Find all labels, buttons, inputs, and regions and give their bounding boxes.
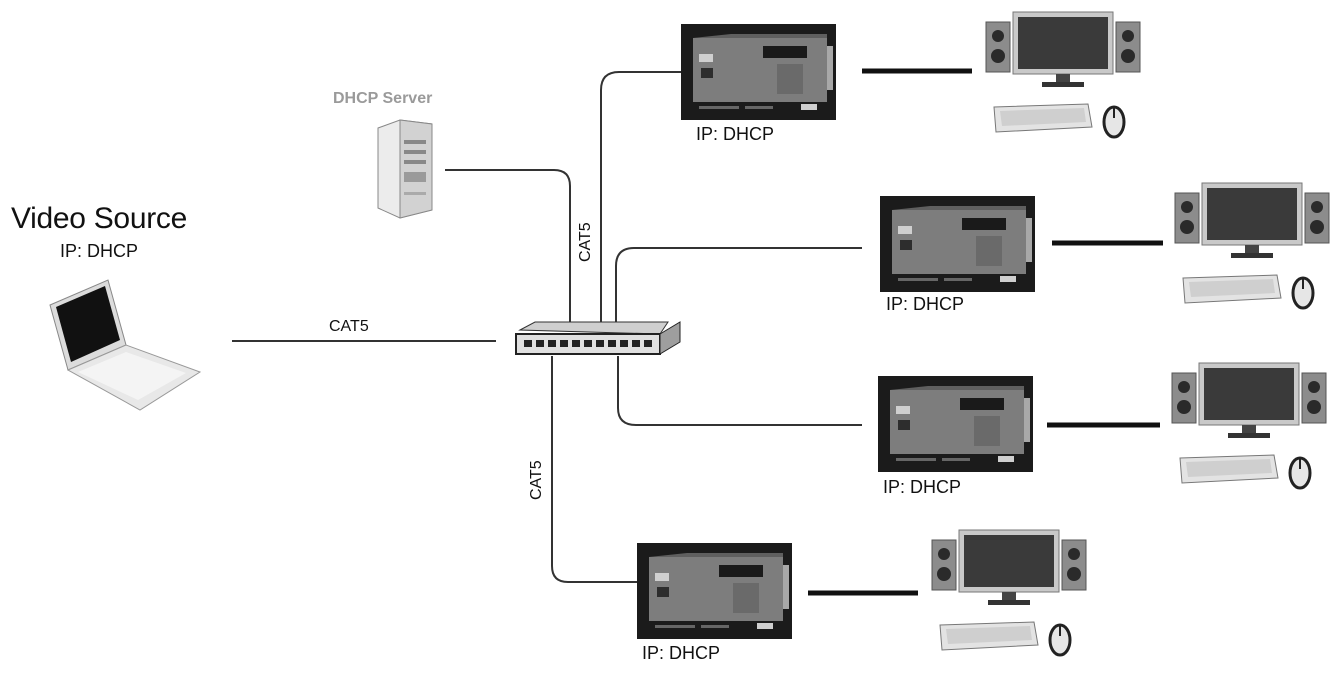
cat5-label-bottom: CAT5	[528, 460, 545, 500]
cat5-label-source: CAT5	[329, 318, 369, 335]
cable-switch-top	[600, 71, 681, 325]
receiver-ip-label-4: IP: DHCP	[642, 643, 721, 663]
desktop-workstation-2	[1173, 181, 1331, 310]
desktop-workstation-3	[1170, 361, 1328, 490]
video-source-title: Video Source	[11, 202, 187, 235]
receiver-unit-1	[681, 24, 836, 120]
video-source-ip: IP: DHCP	[60, 241, 139, 261]
receiver-ip-label-1: IP: DHCP	[696, 124, 775, 144]
cable-switch-bottom	[551, 356, 637, 583]
dhcp-server-label: DHCP Server	[333, 90, 433, 107]
receiver-unit-4	[637, 543, 792, 639]
desktop-workstation-4	[930, 528, 1088, 657]
video-links	[808, 68, 1163, 596]
receiver-ip-label-3: IP: DHCP	[883, 477, 962, 497]
receiver-ip-label-2: IP: DHCP	[886, 294, 965, 314]
cables	[232, 71, 862, 583]
cable-switch-r3	[617, 356, 862, 426]
cable-server-switch	[445, 169, 571, 325]
desktop-workstation-1	[984, 10, 1142, 139]
cat5-label-server: CAT5	[577, 222, 594, 262]
receiver-unit-3	[878, 376, 1033, 472]
server-tower-icon	[377, 119, 433, 219]
receiver-unit-2	[880, 196, 1035, 292]
laptop-icon	[49, 279, 202, 411]
network-switch-icon	[515, 321, 681, 355]
cable-switch-r2	[615, 247, 862, 325]
